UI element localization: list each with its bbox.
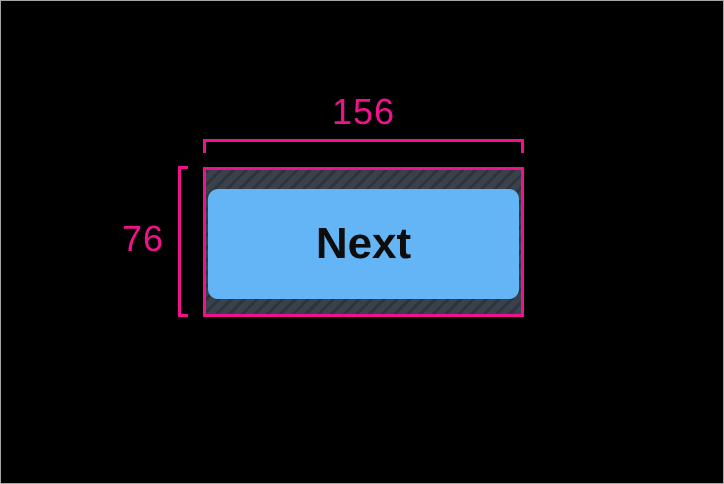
touch-target-area: Next <box>203 167 524 317</box>
width-dimension-label: 156 <box>331 91 396 132</box>
height-measure-bracket <box>178 166 188 317</box>
width-measure-bracket <box>203 139 524 153</box>
height-dimension-label: 76 <box>121 218 164 259</box>
next-button[interactable]: Next <box>208 189 519 299</box>
